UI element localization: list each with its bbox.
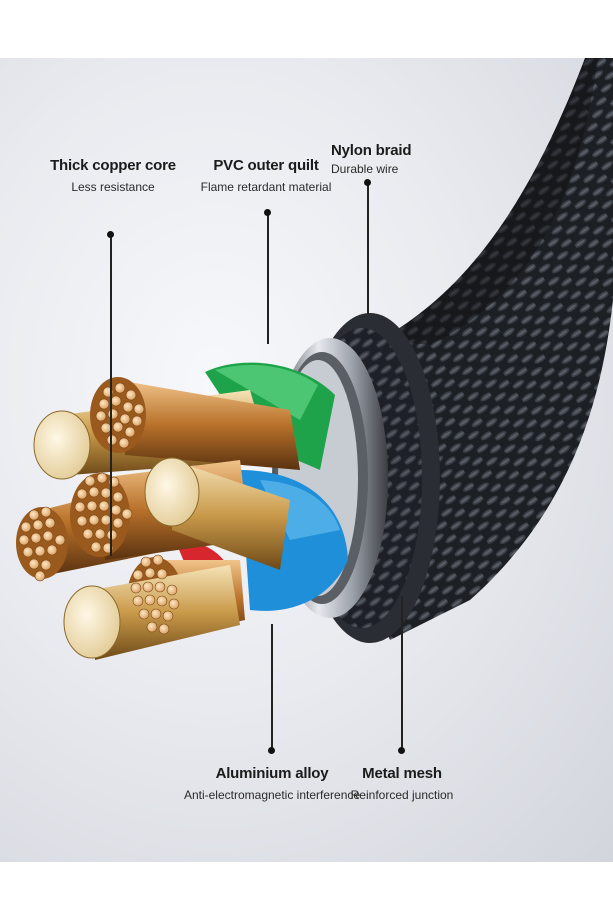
callout-subtitle: Reinforced junction [350, 788, 454, 802]
leader-metal-mesh [401, 596, 403, 750]
callout-title: Aluminium alloy [215, 765, 329, 782]
callout-thick-copper-core: Thick copper core Less resistance [50, 157, 176, 194]
callout-subtitle: Anti-electromagnetic interference [183, 788, 361, 802]
leader-aluminium-alloy [271, 624, 273, 750]
thick-copper-core-wires [16, 377, 300, 660]
callout-nylon-braid: Nylon braid Durable wire [331, 142, 412, 176]
leader-dot-pvc-quilt [264, 209, 271, 216]
leader-dot-copper-core [107, 231, 114, 238]
cable-cross-section-illustration [16, 58, 613, 660]
leader-nylon-braid [367, 184, 369, 314]
callout-subtitle: Flame retardant material [200, 180, 332, 194]
leader-dot-aluminium-alloy [268, 747, 275, 754]
callout-title: Metal mesh [362, 765, 442, 782]
leader-dot-metal-mesh [398, 747, 405, 754]
copper-strand-faces [18, 382, 180, 635]
callout-title: Thick copper core [50, 157, 176, 174]
leader-pvc-quilt [267, 214, 269, 344]
leader-copper-core [110, 236, 112, 556]
callout-title: Nylon braid [331, 142, 412, 159]
callout-metal-mesh: Metal mesh Reinforced junction [351, 765, 454, 802]
leader-dot-nylon-braid [364, 179, 371, 186]
callout-title: PVC outer quilt [213, 157, 319, 174]
callout-pvc-outer-quilt: PVC outer quilt Flame retardant material [201, 157, 332, 194]
callout-aluminium-alloy: Aluminium alloy Anti-electromagnetic int… [184, 765, 360, 802]
product-illustration-stage [0, 58, 613, 862]
callout-subtitle: Less resistance [71, 180, 155, 194]
callout-subtitle: Durable wire [331, 162, 399, 176]
